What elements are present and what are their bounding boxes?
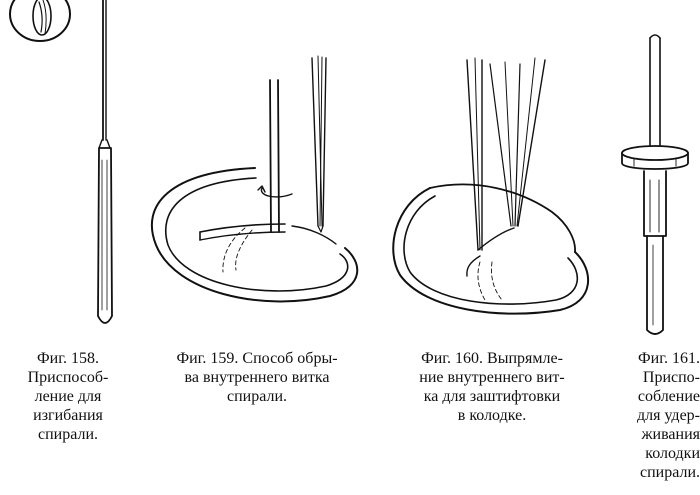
caption-fig161-line: для удер- [636,407,700,424]
caption-fig160-line: Фиг. 160. Выпрямле- [421,350,563,367]
caption-fig161-line: колодки [645,445,700,462]
fig161-handle [643,170,667,335]
fig159-spiral-breaking [150,55,359,303]
caption-fig158: Фиг. 158. Приспособ- ление для изгибания… [12,349,124,444]
caption-fig159-line: Фиг. 159. Способ обры- [176,350,338,367]
caption-fig160: Фиг. 160. Выпрямле- ние внутреннего вит-… [394,349,590,425]
caption-fig158-line: изгибания [33,407,103,424]
fig158-bending-tool [9,0,113,324]
caption-fig160-line: в колодке. [457,407,527,424]
caption-fig158-line: ление для [34,388,102,405]
fig161-upper-pin [649,34,661,146]
caption-fig159: Фиг. 159. Способ обры- ва внутреннего ви… [146,349,368,406]
fig158-detail-lens [9,0,71,42]
caption-fig161-line: собление [637,388,700,405]
caption-fig161-line: живания [641,426,700,443]
fig160-tweezers-left [466,57,483,251]
fig158-tool-handle [97,147,113,324]
caption-fig160-line: ка для заштифтовки [423,388,561,405]
caption-fig158-line: Приспособ- [27,369,109,386]
fig160-spiral-straightening [392,57,590,315]
fig159-spiral-ring [150,167,359,303]
caption-fig161-line: Приспо- [642,369,700,386]
fig161-collet-disc [621,145,689,170]
caption-fig161-line: спирали. [639,464,700,481]
caption-fig161-line: Фиг. 161. [638,350,700,367]
caption-fig158-line: спирали. [37,426,98,443]
fig158-tool-wire [98,0,111,149]
fig161-collet-holder [621,34,689,335]
fig160-tweezers-right [489,57,546,227]
caption-fig158-line: Фиг. 158. [37,350,99,367]
caption-fig160-line: ние внутреннего вит- [419,369,565,386]
caption-fig161: Фиг. 161. Приспо- собление для удер- жив… [612,349,700,482]
fig160-spiral-ring [392,183,590,315]
fig159-rotating-rod [257,79,293,233]
caption-fig159-line: спирали. [226,388,287,405]
caption-fig159-line: ва внутреннего витка [184,369,330,386]
fig159-tweezers [311,55,327,233]
